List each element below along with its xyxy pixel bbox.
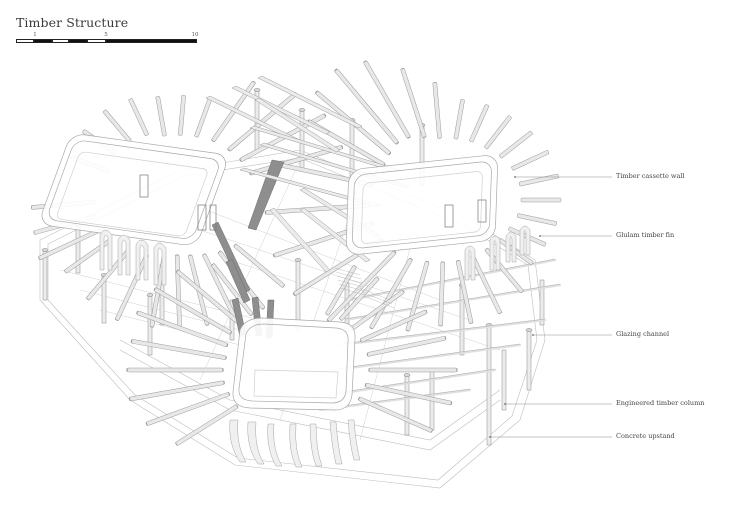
callout-glulam-timber-fin: Glulam timber fin: [616, 231, 675, 239]
scale-tick-1: 1: [33, 32, 37, 38]
scale-segment: [16, 39, 34, 43]
callout-concrete-upstand: Concrete upstand: [616, 432, 675, 440]
timber-cassette-wall-left: [41, 134, 226, 246]
scale-segment: [34, 39, 52, 43]
scale-segment: [106, 39, 197, 43]
arched-fins-right: [464, 225, 531, 281]
callout-glazing-channel: Glazing channel: [616, 330, 670, 338]
callout-timber-cassette-wall: Timber cassette wall: [616, 172, 685, 180]
arched-fins-lower: [229, 419, 361, 468]
scale-tick-10: 10: [191, 32, 199, 38]
callout-engineered-timber-column: Engineered timber column: [616, 399, 705, 407]
arched-fins-left: [99, 229, 167, 286]
drawing-title: Timber Structure: [16, 15, 129, 30]
scale-tick-5: 5: [104, 32, 108, 38]
scale-segment: [69, 39, 87, 43]
callout-leaders: [490, 176, 612, 438]
stair-hatch: [334, 267, 395, 309]
scale-segment: [52, 39, 69, 43]
timber-cassette-wall-right: [345, 155, 498, 255]
timber-cassette-wall-center: [232, 317, 356, 411]
leader-dots: [489, 176, 541, 438]
scale-bar: 1 5 10: [16, 32, 200, 48]
scale-segment: [87, 39, 106, 43]
